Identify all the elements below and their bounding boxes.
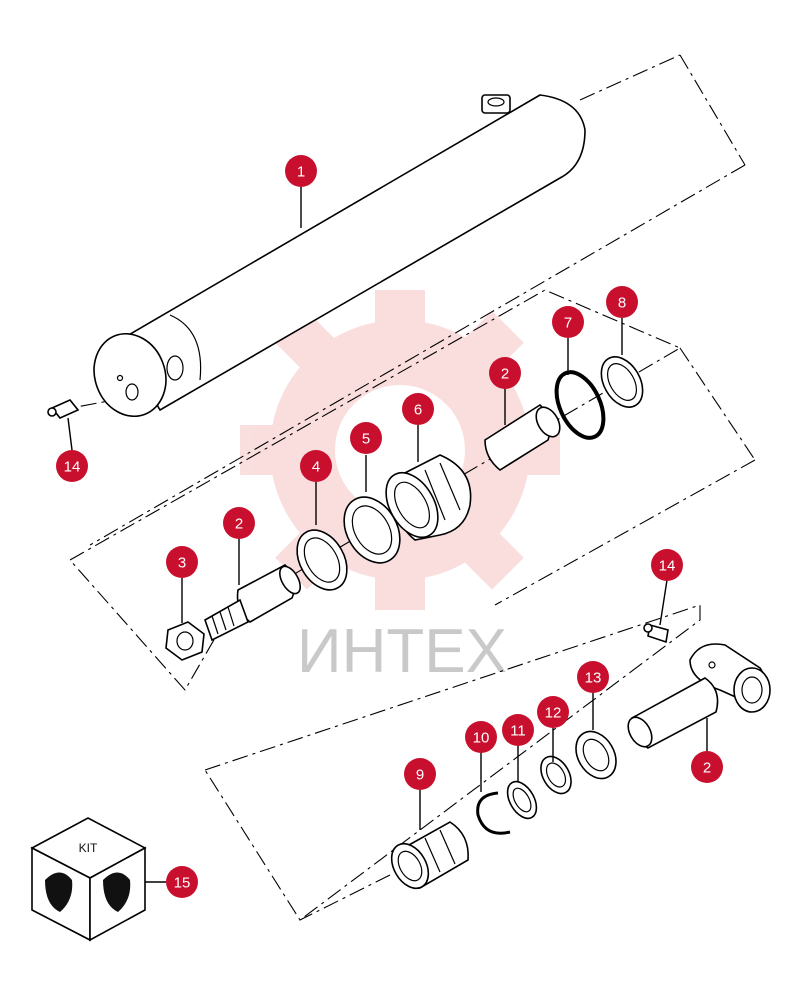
svg-text:12: 12 xyxy=(545,705,562,722)
svg-text:13: 13 xyxy=(585,670,602,687)
callout-3: 3 xyxy=(166,546,198,578)
svg-text:2: 2 xyxy=(703,760,711,777)
callout-12: 12 xyxy=(537,696,569,728)
wear-ring xyxy=(296,529,348,591)
svg-text:11: 11 xyxy=(510,723,526,740)
kit-label: KIT xyxy=(79,841,98,855)
svg-text:4: 4 xyxy=(312,459,320,476)
callout-7: 7 xyxy=(552,306,584,338)
svg-text:6: 6 xyxy=(414,402,422,419)
callout-14-right: 14 xyxy=(651,549,683,581)
grease-fitting-left xyxy=(47,399,80,419)
hex-nut xyxy=(165,621,205,661)
piston-rod-threaded xyxy=(204,564,302,642)
svg-text:1: 1 xyxy=(297,164,305,181)
wiper-seal xyxy=(575,730,617,780)
callout-5: 5 xyxy=(350,422,382,454)
rod-gland xyxy=(390,821,469,890)
svg-text:10: 10 xyxy=(473,730,490,747)
rod-eye xyxy=(689,643,771,713)
rod-seal xyxy=(506,780,538,820)
piston-rod-lower xyxy=(627,677,719,749)
callout-2-lower: 2 xyxy=(691,751,723,783)
snap-ring xyxy=(476,791,511,835)
callout-13: 13 xyxy=(577,661,609,693)
svg-text:14: 14 xyxy=(64,459,81,476)
callout-1: 1 xyxy=(285,155,317,187)
backup-washer xyxy=(540,755,572,795)
svg-text:15: 15 xyxy=(174,875,191,892)
callout-14-left: 14 xyxy=(56,450,88,482)
guide-ring xyxy=(343,496,401,564)
callout-11: 11 xyxy=(502,714,534,746)
callout-15: 15 xyxy=(166,866,198,898)
callout-6: 6 xyxy=(402,393,434,425)
svg-text:9: 9 xyxy=(416,767,424,784)
kit-box: KIT xyxy=(30,817,147,942)
grease-fitting-right xyxy=(643,623,669,644)
callout-2-upper: 2 xyxy=(489,357,521,389)
piston xyxy=(385,454,472,541)
callout-2-middle: 2 xyxy=(223,507,255,539)
callouts: 1 2 2 2 3 4 5 6 xyxy=(56,155,723,898)
callout-4: 4 xyxy=(300,450,332,482)
callout-10: 10 xyxy=(465,721,497,753)
cylinder-barrel xyxy=(93,94,586,418)
svg-text:5: 5 xyxy=(362,431,370,448)
o-ring xyxy=(554,370,606,440)
svg-text:2: 2 xyxy=(235,516,243,533)
svg-text:3: 3 xyxy=(178,555,186,572)
svg-text:14: 14 xyxy=(659,558,676,575)
svg-text:7: 7 xyxy=(564,315,572,332)
svg-text:2: 2 xyxy=(501,366,509,383)
callout-8: 8 xyxy=(606,286,638,318)
leader-lines xyxy=(67,186,708,883)
svg-text:8: 8 xyxy=(618,295,626,312)
new-holland-logo-icon xyxy=(45,872,131,912)
piston-rod-upper xyxy=(484,403,561,471)
callout-9: 9 xyxy=(404,758,436,790)
backup-ring xyxy=(600,356,644,408)
watermark-text: ИНТЕХ xyxy=(297,617,507,686)
